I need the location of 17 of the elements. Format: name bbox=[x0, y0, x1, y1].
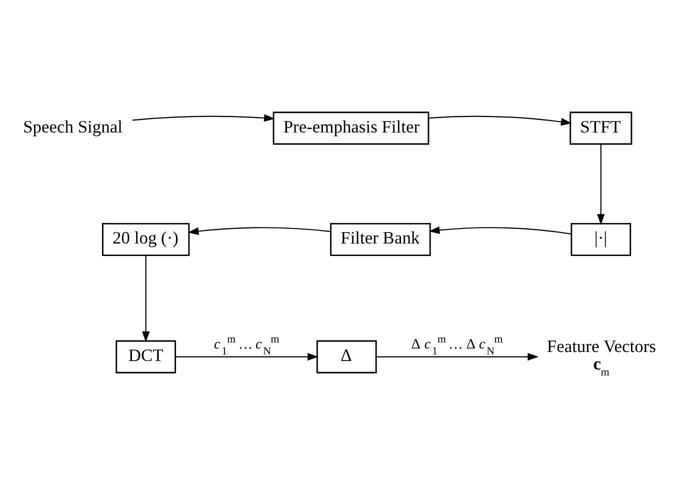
arrow bbox=[175, 352, 319, 360]
node-text: Speech Signal bbox=[23, 116, 122, 136]
arrow bbox=[142, 255, 150, 342]
arrow bbox=[428, 115, 572, 126]
node-box: DCT bbox=[116, 340, 176, 373]
node-box: Pre-emphasis Filter bbox=[272, 111, 430, 144]
arrow bbox=[376, 352, 539, 360]
node-box: 20 log (·) bbox=[102, 222, 190, 256]
arrow bbox=[428, 226, 572, 234]
node-text: Feature Vectors c$_{m}$ bbox=[546, 336, 656, 378]
node-box: STFT bbox=[570, 111, 632, 144]
arrow bbox=[188, 226, 331, 235]
arrow bbox=[132, 114, 275, 122]
node-box: Filter Bank bbox=[330, 222, 431, 256]
node-box: |·| bbox=[570, 222, 632, 256]
node-box: Δ bbox=[316, 340, 377, 373]
arrow bbox=[597, 144, 605, 225]
